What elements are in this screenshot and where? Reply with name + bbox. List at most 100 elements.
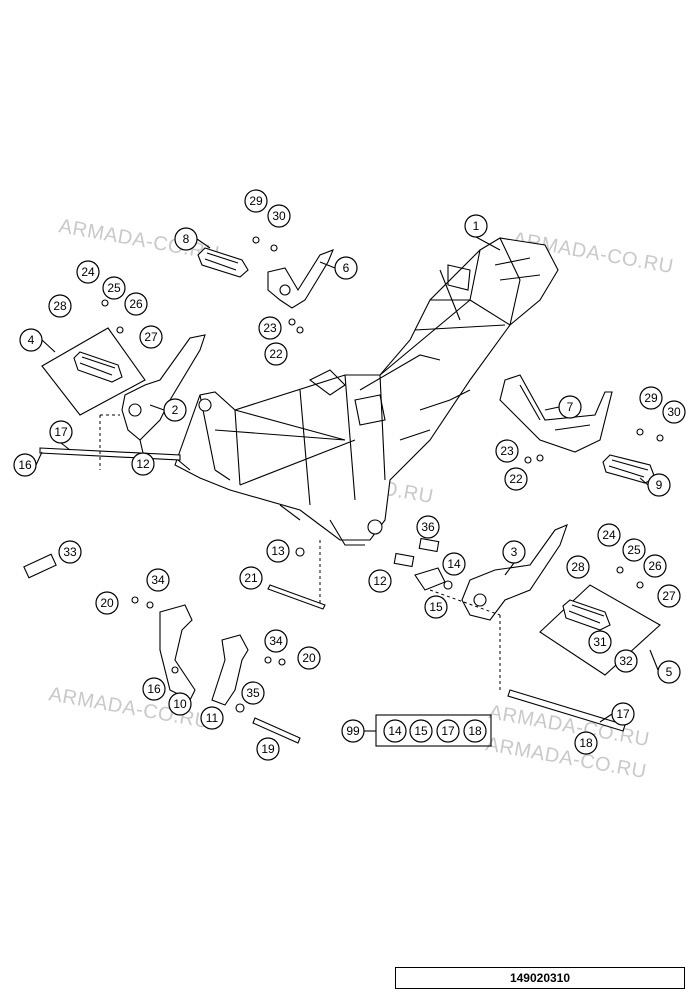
callout-14: 14	[442, 552, 466, 576]
callout-12: 12	[131, 452, 155, 476]
svg-text:14: 14	[447, 557, 461, 571]
svg-text:9: 9	[656, 478, 663, 492]
callout-10: 10	[168, 692, 192, 716]
callout-25: 25	[102, 276, 126, 300]
svg-text:4: 4	[28, 333, 35, 347]
callout-23: 23	[258, 316, 282, 340]
svg-text:33: 33	[63, 545, 77, 559]
svg-text:22: 22	[509, 472, 523, 486]
svg-text:20: 20	[100, 596, 114, 610]
svg-text:29: 29	[644, 391, 658, 405]
callout-30: 30	[662, 400, 686, 424]
callout-5: 5	[657, 660, 681, 684]
svg-text:34: 34	[151, 573, 165, 587]
bushing-12	[393, 552, 415, 568]
svg-text:34: 34	[269, 634, 283, 648]
svg-text:21: 21	[244, 571, 258, 585]
callout-16: 16	[142, 677, 166, 701]
svg-text:16: 16	[18, 458, 32, 472]
linkage-11	[211, 634, 249, 706]
callout-11: 11	[200, 706, 224, 730]
bar-33	[23, 553, 57, 579]
callout-26: 26	[124, 292, 148, 316]
washer-15	[443, 580, 453, 590]
callout-13: 13	[266, 539, 290, 563]
svg-text:6: 6	[343, 261, 350, 275]
bracket-14	[414, 567, 446, 591]
callout-1: 1	[464, 214, 488, 238]
svg-text:3: 3	[511, 545, 518, 559]
svg-text:18: 18	[468, 724, 482, 738]
callout-18: 18	[574, 731, 598, 755]
nut-13	[295, 547, 305, 557]
callout-16: 16	[13, 453, 37, 477]
svg-text:26: 26	[129, 297, 143, 311]
svg-text:24: 24	[602, 528, 616, 542]
svg-text:32: 32	[619, 654, 633, 668]
callout-33: 33	[58, 540, 82, 564]
main-frame	[174, 237, 559, 546]
footpeg-9	[602, 454, 656, 484]
footpeg-8	[197, 247, 249, 278]
svg-text:23: 23	[500, 444, 514, 458]
svg-text:25: 25	[107, 281, 121, 295]
svg-text:8: 8	[183, 232, 190, 246]
peg-bracket-2	[121, 334, 206, 441]
svg-text:31: 31	[593, 635, 607, 649]
bushing-36	[418, 537, 440, 553]
callout-28: 28	[566, 555, 590, 579]
peg-bracket-7	[499, 374, 613, 453]
svg-text:12: 12	[373, 574, 387, 588]
callout-23: 23	[495, 439, 519, 463]
svg-text:18: 18	[579, 736, 593, 750]
kit-group: 14 15 17 18	[364, 714, 492, 747]
svg-text:29: 29	[249, 194, 263, 208]
callout-12: 12	[368, 569, 392, 593]
svg-text:12: 12	[136, 457, 150, 471]
small-hardware	[101, 236, 664, 713]
svg-text:17: 17	[441, 724, 455, 738]
callout-22: 22	[504, 467, 528, 491]
callout-29: 29	[639, 386, 663, 410]
svg-text:10: 10	[173, 697, 187, 711]
callout-7: 7	[558, 395, 582, 419]
callout-24: 24	[76, 260, 100, 284]
callout-99: 99	[341, 719, 365, 743]
callout-27: 27	[657, 584, 681, 608]
bolt-21	[267, 540, 326, 610]
callout-17: 17	[49, 420, 73, 444]
svg-text:14: 14	[388, 724, 402, 738]
svg-text:7: 7	[567, 400, 574, 414]
svg-text:11: 11	[206, 711, 219, 725]
svg-text:35: 35	[246, 686, 260, 700]
svg-text:15: 15	[414, 724, 428, 738]
callout-34: 34	[146, 568, 170, 592]
svg-text:16: 16	[147, 682, 161, 696]
callout-22: 22	[264, 342, 288, 366]
callout-34: 34	[264, 629, 288, 653]
callout-6: 6	[334, 256, 358, 280]
leader-lines	[35, 236, 659, 723]
document-number: 149020310	[395, 967, 685, 989]
svg-text:17: 17	[54, 425, 68, 439]
svg-text:5: 5	[666, 665, 673, 679]
svg-text:28: 28	[53, 299, 67, 313]
callout-27: 27	[139, 325, 163, 349]
svg-text:19: 19	[261, 742, 275, 756]
svg-text:99: 99	[346, 724, 360, 738]
footpeg-detail-5	[539, 584, 661, 676]
callout-3: 3	[502, 540, 526, 564]
callout-32: 32	[614, 649, 638, 673]
callout-31: 31	[588, 630, 612, 654]
svg-text:24: 24	[81, 265, 95, 279]
svg-text:15: 15	[429, 600, 443, 614]
svg-text:23: 23	[263, 321, 277, 335]
callout-35: 35	[241, 681, 265, 705]
callout-24: 24	[597, 523, 621, 547]
svg-text:17: 17	[616, 707, 630, 721]
callout-19: 19	[256, 737, 280, 761]
callout-28: 28	[48, 294, 72, 318]
callout-8: 8	[174, 227, 198, 251]
svg-text:26: 26	[648, 559, 662, 573]
